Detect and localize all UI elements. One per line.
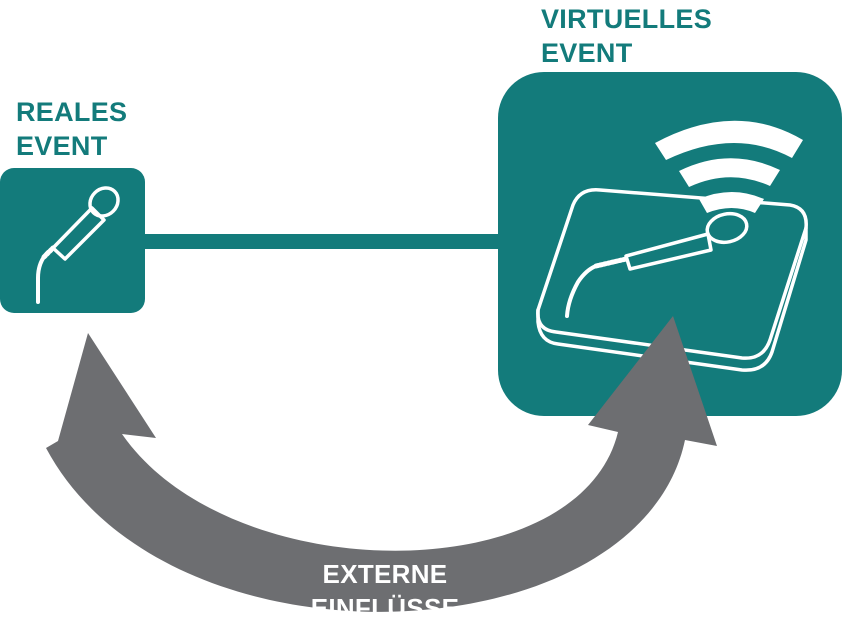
external-influences-label: EXTERNE EINFLÜSSE xyxy=(260,557,510,625)
external-influences-label-line1: EXTERNE xyxy=(322,559,448,589)
virtual-event-label-line1: VIRTUELLES xyxy=(541,4,713,34)
virtual-event-box xyxy=(498,72,842,416)
virtual-event-label-line2: EVENT xyxy=(541,38,633,68)
external-influences-label-line2: EINFLÜSSE xyxy=(310,593,460,623)
real-event-label-line1: REALES xyxy=(16,97,128,127)
real-event-label: REALES EVENT xyxy=(16,95,127,163)
real-event-box xyxy=(0,168,145,313)
virtual-event-label: VIRTUELLES EVENT xyxy=(541,2,712,70)
microphone-icon xyxy=(36,186,120,304)
external-influences-arrow xyxy=(46,316,717,612)
device-icon xyxy=(536,188,808,372)
wifi-signal-icon xyxy=(655,120,803,213)
real-event-label-line2: EVENT xyxy=(16,131,108,161)
device-microphone-icon xyxy=(565,211,749,318)
connection-line xyxy=(140,234,510,249)
